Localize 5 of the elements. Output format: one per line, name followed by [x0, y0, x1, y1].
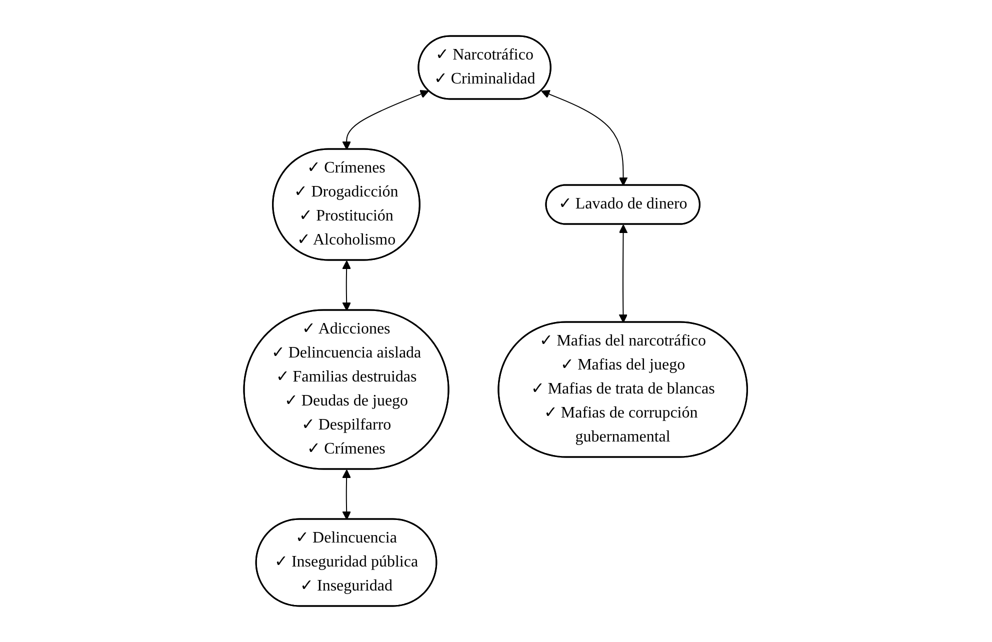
arrow — [342, 260, 352, 311]
arrow — [619, 224, 628, 323]
arrow — [542, 90, 628, 186]
arrow — [342, 470, 352, 520]
arrow — [342, 90, 430, 150]
